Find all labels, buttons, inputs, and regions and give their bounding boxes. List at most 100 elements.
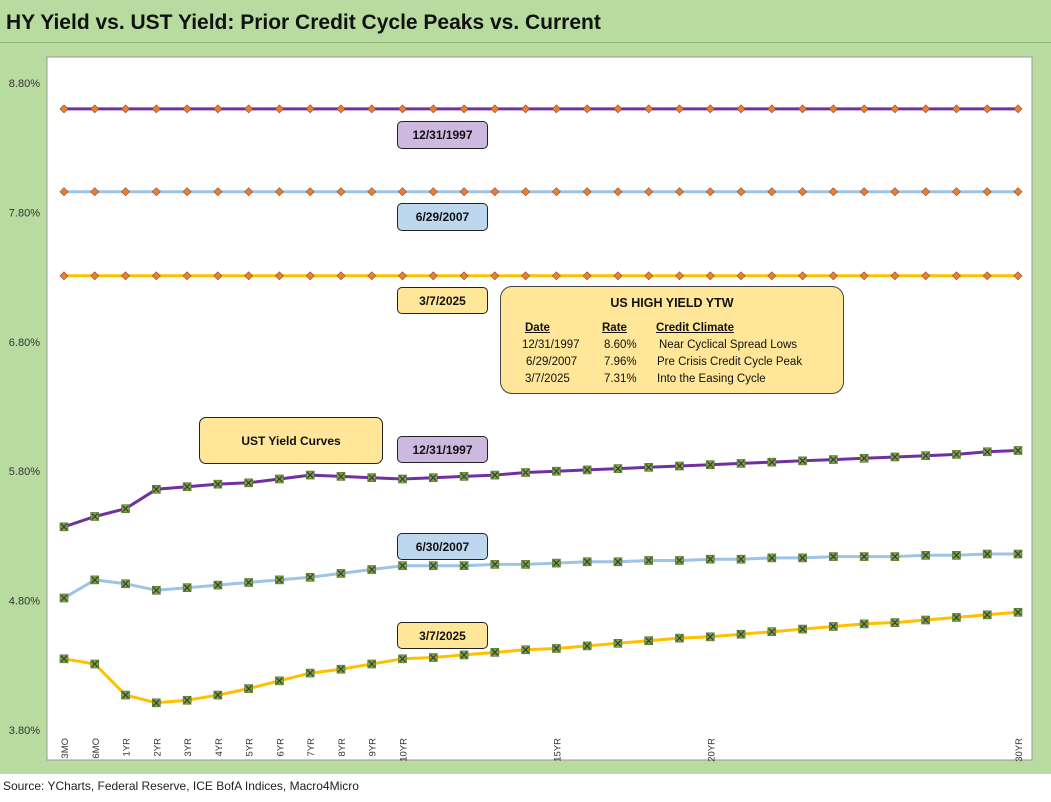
ust-point-cross [829,553,837,561]
hy-ytw-table: US HIGH YIELD YTW Date Rate Credit Clima… [500,286,844,394]
ust-point-cross [429,654,437,661]
ust-point-cross [91,660,99,668]
hy-row-rate: 8.60% [604,339,637,351]
ust-point-cross [645,557,653,564]
ust-point-cross [152,485,160,493]
ust-point-cross [983,448,991,456]
hy-point-marker [459,271,469,281]
ust-point-cross [799,625,807,633]
x-tick-label: 5YR [245,738,256,757]
hy-point-marker [798,271,808,281]
y-tick-label: 3.80% [9,725,40,737]
hy-point-marker [428,104,438,114]
hy-point-marker [582,187,592,197]
hy-point-marker [59,271,69,281]
ust-point-cross [306,669,314,677]
x-tick-label: 1YR [122,738,133,757]
ust-2025-label: 3/7/2025 [397,622,488,649]
ust-point-cross [737,630,745,638]
hy-point-marker [305,271,315,281]
hy-row-date: 3/7/2025 [525,373,570,385]
ust-point-cross [676,557,683,564]
ust-point-cross [399,655,406,663]
ust-point-cross [337,665,345,673]
ust-point-cross [275,677,283,685]
ust-point-cross [460,651,468,659]
hy-point-marker [90,187,100,197]
ust-point-cross [337,472,345,480]
ust-point-cross [399,475,406,483]
hy-point-marker [921,104,931,114]
hy-header-climate: Credit Climate [656,322,734,334]
hy-point-marker [59,187,69,197]
hy-point-marker [767,271,777,281]
hy-point-marker [736,271,746,281]
hy-2025-label: 3/7/2025 [397,287,488,314]
ust-point-cross [245,579,253,586]
hy-point-marker [705,271,715,281]
ust-point-cross [152,586,160,594]
ust-point-cross [522,469,530,476]
hy-point-marker [244,187,254,197]
series-line-ust [63,610,1019,705]
x-tick-label: 8YR [337,738,348,757]
ust-point-cross [799,457,807,465]
ust-point-cross [676,634,683,642]
ust-point-cross [645,637,653,645]
hy-point-marker [213,104,223,114]
ust-point-cross [1014,447,1022,454]
hy-point-marker [274,187,284,197]
x-tick-label: 9YR [368,738,379,757]
hy-point-marker [1013,104,1023,114]
hy-2007-label: 6/29/2007 [397,203,488,231]
hy-point-marker [490,104,500,114]
x-tick-label: 20YR [706,738,717,762]
ust-point-cross [799,554,807,562]
hy-point-marker [182,104,192,114]
hy-point-marker [367,271,377,281]
hy-point-marker [890,271,900,281]
ust-point-cross [122,505,129,513]
ust-point-cross [983,611,991,619]
hy-point-marker [736,187,746,197]
hy-point-marker [736,104,746,114]
ust-point-cross [583,558,591,566]
ust-point-cross [922,616,930,624]
hy-point-marker [982,271,992,281]
hy-point-marker [521,104,531,114]
ust-point-cross [922,452,930,460]
hy-point-marker [274,104,284,114]
ust-point-cross [275,475,283,483]
ust-point-cross [860,620,868,628]
hy-point-marker [644,104,654,114]
ust-point-cross [306,471,314,479]
hy-point-marker [613,104,623,114]
ust-point-cross [922,551,930,559]
hy-point-marker [244,104,254,114]
hy-point-marker [182,187,192,197]
hy-point-marker [90,104,100,114]
hy-point-marker [982,104,992,114]
x-tick-label: 7YR [306,738,317,757]
y-axis: 3.80%4.80%5.80%6.80%7.80%8.80% [9,78,40,737]
source-note: Source: YCharts, Federal Reserve, ICE Bo… [3,779,359,793]
ust-point-cross [368,474,376,482]
y-tick-label: 8.80% [9,78,40,90]
y-tick-label: 4.80% [9,596,40,608]
hy-row-climate: Into the Easing Cycle [657,373,766,385]
ust-point-cross [522,646,530,654]
ust-point-cross [552,467,560,475]
ust-point-cross [60,594,68,602]
hy-point-marker [428,187,438,197]
ust-point-cross [676,462,683,470]
hy-point-marker [828,187,838,197]
ust-point-cross [214,581,222,589]
hy-point-marker [582,271,592,281]
ust-point-cross [891,553,899,561]
hy-header-date: Date [525,322,550,334]
hy-point-marker [121,104,130,114]
hy-point-marker [921,187,931,197]
hy-point-marker [551,271,561,281]
